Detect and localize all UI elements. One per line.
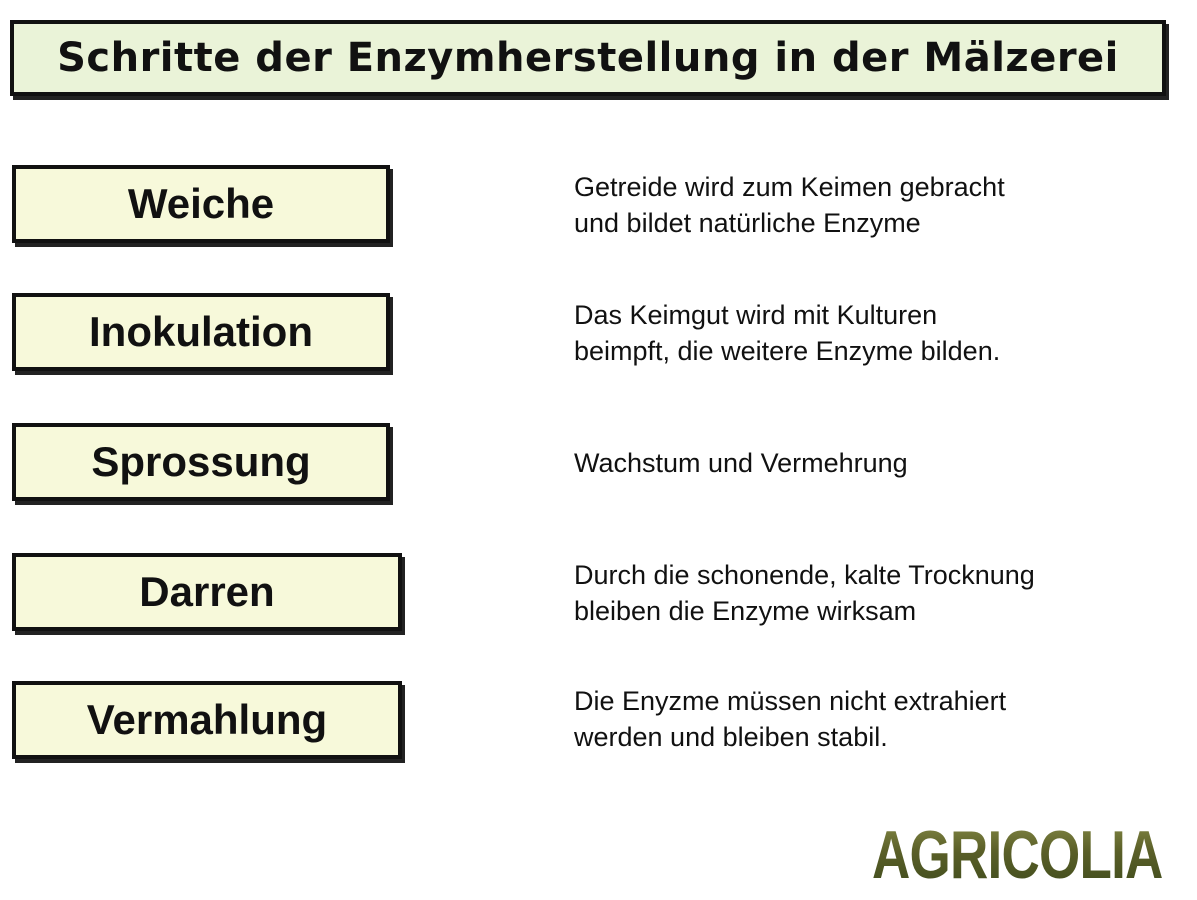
step-description: Wachstum und Vermehrung: [574, 445, 1174, 481]
step-row-sprossung: Sprossung Wachstum und Vermehrung: [0, 423, 1197, 507]
step-description-line: und bildet natürliche Enzyme: [574, 208, 921, 238]
step-description: Getreide wird zum Keimen gebracht und bi…: [574, 169, 1174, 241]
step-box-darren: Darren: [12, 553, 402, 631]
step-label: Inokulation: [89, 308, 313, 355]
step-description-line: Durch die schonende, kalte Trocknung: [574, 560, 1035, 590]
step-row-darren: Darren Durch die schonende, kalte Trockn…: [0, 553, 1197, 637]
step-description-line: beimpft, die weitere Enzyme bilden.: [574, 336, 1001, 366]
step-description-line: Wachstum und Vermehrung: [574, 448, 908, 478]
step-label: Sprossung: [91, 438, 311, 485]
step-box-inokulation: Inokulation: [12, 293, 390, 371]
agricolia-logo: AGRICOLIA: [872, 817, 1163, 893]
step-description-line: bleiben die Enzyme wirksam: [574, 596, 917, 626]
step-description-line: Getreide wird zum Keimen gebracht: [574, 172, 1005, 202]
step-description-line: Das Keimgut wird mit Kulturen: [574, 300, 938, 330]
step-description-line: Die Enyzme müssen nicht extrahiert: [574, 686, 1007, 716]
step-box-weiche: Weiche: [12, 165, 390, 243]
step-description: Durch die schonende, kalte Trocknung ble…: [574, 557, 1174, 629]
title-box: Schritte der Enzymherstellung in der Mäl…: [10, 20, 1166, 96]
step-label: Vermahlung: [86, 696, 328, 743]
step-label: Weiche: [127, 180, 275, 227]
logo-text: AGRICOLIA: [872, 817, 1163, 893]
step-description: Die Enyzme müssen nicht extrahiert werde…: [574, 683, 1174, 755]
step-description: Das Keimgut wird mit Kulturen beimpft, d…: [574, 297, 1174, 369]
step-row-inokulation: Inokulation Das Keimgut wird mit Kulture…: [0, 293, 1197, 377]
step-label: Darren: [139, 568, 275, 615]
step-box-vermahlung: Vermahlung: [12, 681, 402, 759]
page-title: Schritte der Enzymherstellung in der Mäl…: [57, 35, 1119, 81]
step-description-line: werden und bleiben stabil.: [574, 722, 888, 752]
step-row-vermahlung: Vermahlung Die Enyzme müssen nicht extra…: [0, 681, 1197, 765]
step-row-weiche: Weiche Getreide wird zum Keimen gebracht…: [0, 165, 1197, 249]
step-box-sprossung: Sprossung: [12, 423, 390, 501]
